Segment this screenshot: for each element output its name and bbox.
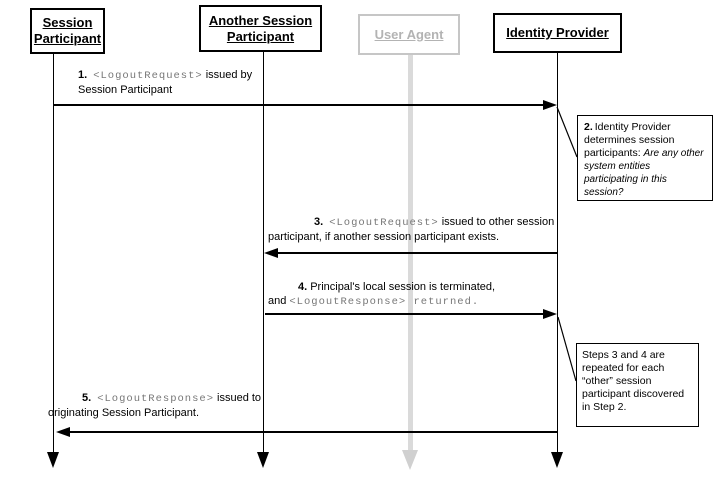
lifeline-another-session-participant xyxy=(263,52,264,452)
participant-box-user-agent: User Agent xyxy=(358,14,460,55)
message-number: 1. xyxy=(78,69,88,81)
participant-label: Session Participant xyxy=(33,15,102,46)
message-5-arrow xyxy=(69,431,557,433)
lifeline-end-arrow-muted-icon xyxy=(402,450,418,470)
note-step-2: 2.Identity Provider determines session p… xyxy=(577,115,713,201)
logout-request-element: <LogoutRequest> xyxy=(93,70,203,82)
participant-label: Another Session Participant xyxy=(208,12,313,44)
note-step-2-connector-line xyxy=(556,106,578,158)
logout-response-element: <LogoutResponse> xyxy=(97,393,215,405)
note-number: 2. xyxy=(584,121,593,133)
lifeline-session-participant xyxy=(53,54,54,452)
logout-response-element: <LogoutResponse> returned. xyxy=(289,296,480,308)
message-3-label: 3. <LogoutRequest>issued to other session… xyxy=(268,215,573,244)
note-question-text: Are any other system entities participat… xyxy=(584,148,704,198)
participant-label: User Agent xyxy=(374,26,444,42)
arrowhead-left-icon xyxy=(264,248,278,258)
message-number: 4. xyxy=(298,281,308,293)
note-text: Steps 3 and 4 are repeated for each “oth… xyxy=(582,349,685,413)
message-3-arrow xyxy=(277,252,557,254)
arrowhead-right-icon xyxy=(543,309,557,319)
message-4-arrow xyxy=(265,313,543,315)
participant-box-identity-provider: Identity Provider xyxy=(493,13,622,53)
note-text: Identity Provider determines session par… xyxy=(584,121,675,159)
participant-box-another-session-participant: Another Session Participant xyxy=(199,5,322,52)
message-text: issued to other session participant, if … xyxy=(268,216,555,243)
participant-box-session-participant: Session Participant xyxy=(30,8,105,54)
message-text: Principal's local session is terminated,… xyxy=(268,281,496,307)
message-4-label: 4.Principal's local session is terminate… xyxy=(268,280,568,309)
arrowhead-right-icon xyxy=(543,100,557,110)
note-steps-3-4: Steps 3 and 4 are repeated for each “oth… xyxy=(576,343,699,427)
message-5-label: 5. <LogoutResponse>issued to originating … xyxy=(48,391,278,420)
message-text: issued by Session Participant xyxy=(78,69,253,96)
note-steps-3-4-connector-line xyxy=(557,316,577,382)
lifeline-end-arrow-icon xyxy=(47,452,59,468)
lifeline-end-arrow-icon xyxy=(257,452,269,468)
message-number: 3. xyxy=(314,216,324,228)
logout-request-element: <LogoutRequest> xyxy=(329,217,439,229)
lifeline-identity-provider xyxy=(557,53,558,452)
message-number: 5. xyxy=(82,392,92,404)
lifeline-end-arrow-icon xyxy=(551,452,563,468)
participant-label: Identity Provider xyxy=(506,25,609,40)
message-text: issued to originating Session Participan… xyxy=(48,392,262,419)
arrowhead-left-icon xyxy=(56,427,70,437)
message-1-label: 1. <LogoutRequest>issued by Session Parti… xyxy=(78,68,278,97)
message-1-arrow xyxy=(53,104,543,106)
